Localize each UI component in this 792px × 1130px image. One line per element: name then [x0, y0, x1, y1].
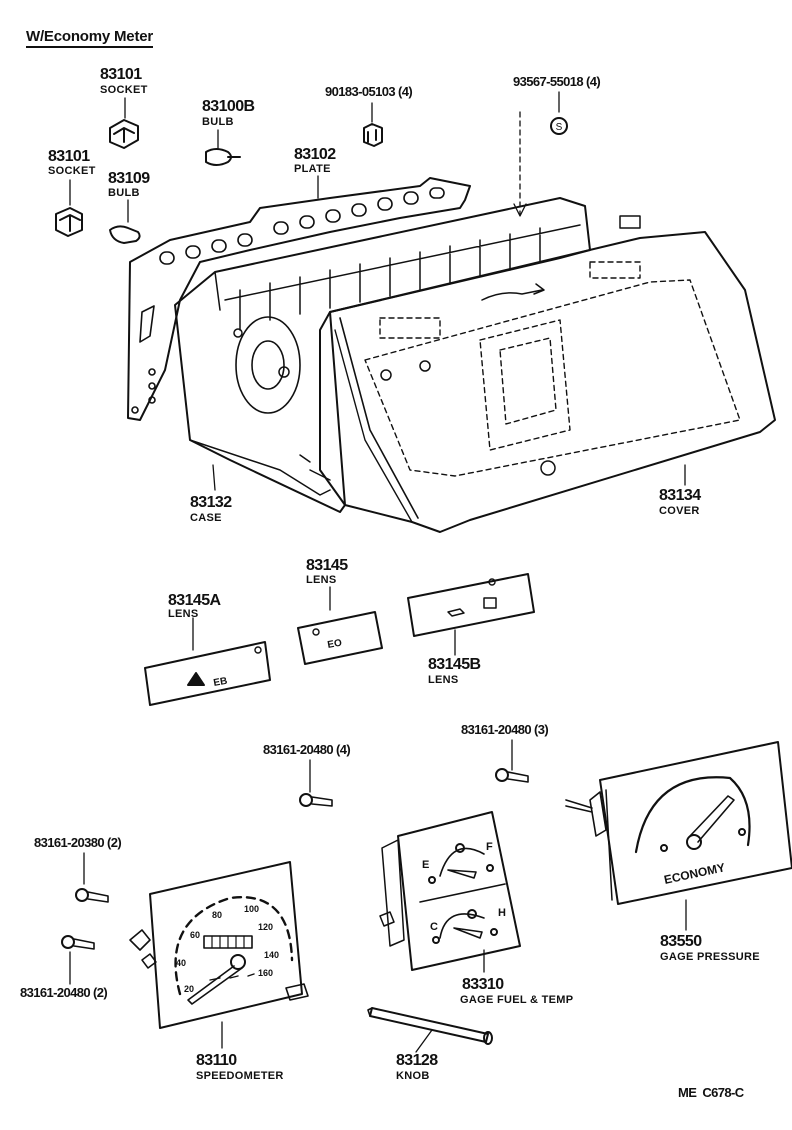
bulb-left-name: BULB — [108, 187, 140, 199]
speedometer-drawing — [129, 861, 309, 1029]
socket-left-number: 83101 — [48, 148, 90, 165]
lens-number: 83145 — [306, 557, 348, 574]
plate-drawing — [127, 177, 471, 421]
gage-fuel-temp-name: GAGE FUEL & TEMP — [460, 994, 574, 1006]
gage-pressure-name: GAGE PRESSURE — [660, 951, 760, 963]
lens-center-drawing — [297, 611, 383, 665]
cover-drawing — [329, 215, 776, 533]
screw-3-number: 83161-20480 (3) — [461, 722, 549, 737]
dial-temp-h: H — [498, 907, 506, 919]
speed-mark-40: 40 — [176, 958, 186, 968]
speed-mark-80: 80 — [212, 910, 222, 920]
gage-pressure-drawing — [565, 741, 792, 905]
plate-number: 83102 — [294, 146, 336, 163]
knob-number: 83128 — [396, 1052, 438, 1069]
lens-eo-text: EO — [327, 638, 343, 651]
speedometer-number: 83110 — [196, 1052, 237, 1069]
bulb-left-number: 83109 — [108, 170, 150, 187]
speed-mark-60: 60 — [190, 930, 200, 940]
speed-mark-160: 160 — [258, 968, 273, 978]
socket-left-drawing — [55, 207, 83, 237]
screw-4-drawing — [299, 793, 333, 807]
reference-code: ME C678-C — [678, 1085, 744, 1100]
case-name: CASE — [190, 512, 222, 524]
dial-temp-c: C — [430, 921, 438, 933]
cover-number: 83134 — [659, 487, 701, 504]
speed-mark-100: 100 — [244, 904, 259, 914]
cover-name: COVER — [659, 505, 700, 517]
case-number: 83132 — [190, 494, 232, 511]
gage-pressure-number: 83550 — [660, 933, 702, 950]
case-drawing — [174, 197, 591, 513]
screw-2b-number: 83161-20480 (2) — [20, 985, 108, 1000]
dial-fuel-e: E — [422, 859, 429, 871]
plate-name: PLATE — [294, 163, 331, 175]
screw-2a-drawing — [75, 888, 109, 903]
socket-left-name: SOCKET — [48, 165, 96, 177]
screw-2b-drawing — [61, 935, 95, 950]
clip-number: 90183-05103 (4) — [325, 84, 413, 99]
lens-b-name: LENS — [428, 674, 459, 686]
screw-4-number: 83161-20480 (4) — [263, 742, 351, 757]
nut-drawing: S — [550, 117, 568, 135]
socket-top-number: 83101 — [100, 66, 142, 83]
gage-fuel-temp-drawing — [379, 811, 521, 971]
bulb-top-name: BULB — [202, 116, 234, 128]
lens-b-number: 83145B — [428, 656, 481, 673]
clip-drawing — [363, 123, 383, 147]
gage-fuel-temp-number: 83310 — [462, 976, 504, 993]
knob-drawing — [367, 1007, 493, 1045]
bulb-top-number: 83100B — [202, 98, 255, 115]
lens-a-name: LENS — [168, 608, 199, 620]
lens-a-drawing — [144, 641, 271, 706]
socket-top-drawing — [109, 119, 139, 149]
lens-name: LENS — [306, 574, 337, 586]
bulb-top-drawing — [205, 148, 241, 166]
screw-3-drawing — [495, 768, 529, 783]
knob-name: KNOB — [396, 1070, 430, 1082]
bulb-left-drawing — [109, 225, 141, 244]
nut-number: 93567-55018 (4) — [513, 74, 601, 89]
svg-text:S: S — [556, 122, 563, 133]
lens-a-number: 83145A — [168, 592, 221, 609]
lens-eb-text: EB — [213, 676, 229, 689]
speed-mark-20: 20 — [184, 984, 194, 994]
dial-fuel-f: F — [486, 841, 493, 853]
socket-top-name: SOCKET — [100, 84, 148, 96]
leader-lines — [69, 91, 687, 1053]
speed-mark-140: 140 — [264, 950, 279, 960]
speedometer-name: SPEEDOMETER — [196, 1070, 284, 1082]
lens-b-drawing — [407, 573, 535, 637]
speed-mark-120: 120 — [258, 922, 273, 932]
screw-2a-number: 83161-20380 (2) — [34, 835, 122, 850]
page-title: W/Economy Meter — [26, 28, 153, 48]
